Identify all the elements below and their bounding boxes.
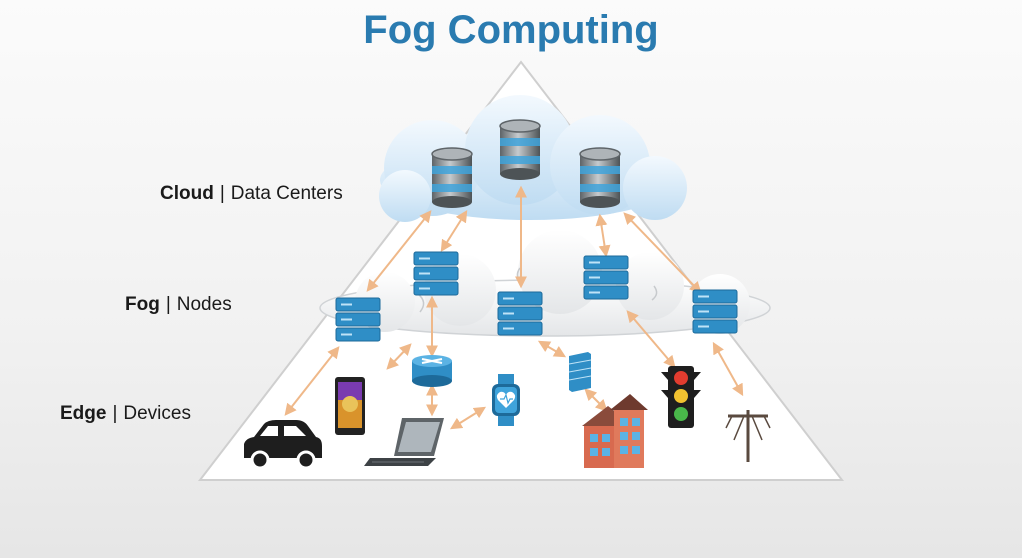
- car-icon: [244, 420, 322, 470]
- arrow-fog-edge: [537, 340, 567, 358]
- laptop-icon: [364, 418, 444, 466]
- arrow-db-fog: [595, 213, 611, 258]
- arrow-fog-edge: [284, 346, 340, 416]
- diagram-title: Fog Computing: [363, 8, 659, 52]
- smartphone-icon: [335, 377, 365, 435]
- tier-label-edge: Edge|Devices: [60, 403, 191, 425]
- server-icon: [335, 297, 381, 342]
- tier-separator: |: [112, 403, 118, 424]
- server-icon: [413, 251, 459, 296]
- database-icon: [499, 119, 541, 181]
- database-icon: [431, 147, 473, 209]
- house-icon: [582, 394, 648, 468]
- traffic-light-icon: [661, 366, 701, 428]
- smartwatch-icon: [492, 374, 520, 426]
- arrow-db-fog: [440, 209, 468, 253]
- tier-label-cloud: Cloud|Data Centers: [160, 183, 343, 205]
- server-icon: [583, 255, 629, 300]
- tier-description: Devices: [123, 403, 191, 424]
- tier-separator: |: [219, 183, 225, 204]
- tier-description: Nodes: [176, 294, 232, 315]
- utility-pole-icon: [725, 410, 771, 462]
- arrow-fog-edge: [626, 310, 676, 368]
- connection-arrows: [284, 185, 744, 430]
- server-icon: [692, 289, 738, 334]
- tier-name: Fog: [125, 294, 160, 315]
- arrow-fog-edge: [584, 388, 608, 412]
- router-icon: [412, 355, 452, 387]
- tier-name: Edge: [60, 403, 107, 424]
- tier-description: Data Centers: [230, 183, 343, 204]
- server-icon: [497, 291, 543, 336]
- arrow-db-fog: [366, 210, 432, 292]
- tier-name: Cloud: [160, 183, 214, 204]
- tier-label-fog: Fog|Nodes: [125, 294, 232, 316]
- database-icon: [579, 147, 621, 209]
- arrow-fog-edge: [712, 341, 744, 397]
- arrow-fog-edge: [449, 406, 487, 430]
- firewall-icon: [568, 352, 592, 392]
- tier-separator: |: [165, 294, 171, 315]
- arrow-db-fog: [623, 212, 702, 294]
- arrow-fog-edge: [386, 343, 412, 370]
